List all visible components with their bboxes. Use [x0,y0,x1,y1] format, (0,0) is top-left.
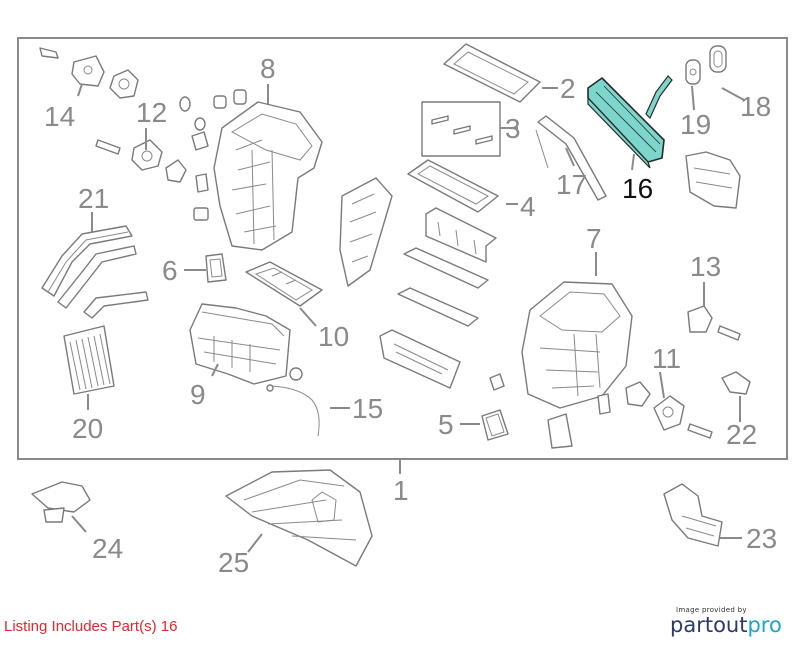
callout-23[interactable]: 23 [746,523,777,554]
part-17[interactable] [535,115,607,201]
door-stack [379,207,497,389]
part-18[interactable] [709,45,727,73]
part-25[interactable] [225,469,373,567]
callout-8[interactable]: 8 [260,53,276,84]
callout-25[interactable]: 25 [218,547,249,578]
part-13[interactable] [687,305,741,341]
callout-14[interactable]: 14 [44,101,75,132]
callout-19[interactable]: 19 [680,109,711,140]
part-21[interactable] [41,225,137,309]
callout-17[interactable]: 17 [556,169,587,200]
callout-7[interactable]: 7 [586,223,602,254]
part-16-evaporator[interactable] [587,75,673,169]
brand-logo: partoutpro [670,614,790,636]
part-22[interactable] [721,371,751,395]
callout-10[interactable]: 10 [318,321,349,352]
callout-22[interactable]: 22 [726,419,757,450]
callout-3[interactable]: 3 [505,113,521,144]
part-11[interactable] [625,381,713,439]
callout-15[interactable]: 15 [352,393,383,424]
part-5[interactable] [481,409,509,441]
part-9[interactable] [189,303,291,385]
credit-line: Image provided by [676,606,747,614]
callout-1[interactable]: 1 [393,475,409,506]
part-12[interactable] [95,139,187,183]
part-23[interactable] [663,483,723,547]
image-credit[interactable]: Image provided by partoutpro [670,606,790,636]
brand-part1: partout [670,613,748,637]
part-24[interactable] [31,481,91,523]
brand-part2: pro [747,613,782,637]
listing-note: Listing Includes Part(s) 16 [4,618,178,635]
callout-11[interactable]: 11 [652,343,681,374]
callout-18[interactable]: 18 [740,91,771,122]
part-7[interactable] [521,281,633,409]
seal-strip [339,177,393,287]
callout-numbers: 1 2 3 4 5 6 7 8 9 10 11 12 13 14 15 16 1… [44,53,777,578]
callout-5[interactable]: 5 [438,409,454,440]
callout-4[interactable]: 4 [520,191,536,222]
callout-lines [71,83,745,553]
part-2[interactable] [443,43,541,103]
callout-20[interactable]: 20 [72,413,103,444]
callout-13[interactable]: 13 [690,251,721,282]
insulation-pad [685,151,741,209]
part-10[interactable] [245,261,323,307]
part-15[interactable] [266,367,320,437]
callout-6[interactable]: 6 [162,255,178,286]
part-14[interactable] [39,47,139,99]
callout-2[interactable]: 2 [560,73,576,104]
part-20[interactable] [63,291,149,395]
small-parts-center [489,373,611,449]
part-19[interactable] [685,59,701,85]
assembly-frame [17,37,788,460]
callout-21[interactable]: 21 [78,183,109,214]
part-8[interactable] [213,101,323,251]
callout-9[interactable]: 9 [190,379,206,410]
callout-12[interactable]: 12 [136,97,167,128]
callout-24[interactable]: 24 [92,533,123,564]
part-4[interactable] [407,159,499,213]
small-clips [179,89,247,221]
part-6[interactable] [205,253,227,283]
part-3[interactable] [421,101,501,157]
callout-16[interactable]: 16 [622,173,653,204]
